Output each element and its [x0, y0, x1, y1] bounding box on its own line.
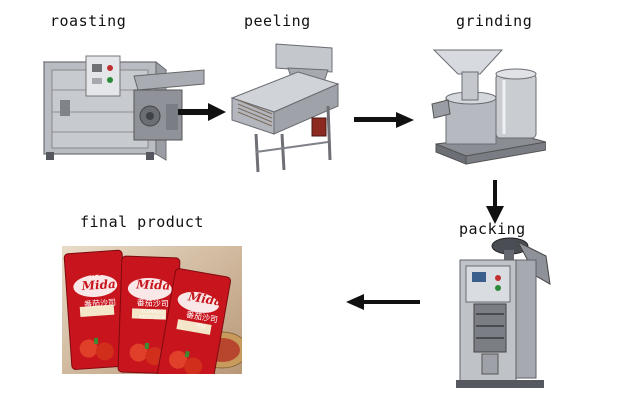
roasting-machine-image — [42, 55, 205, 161]
packing-machine-image — [456, 237, 551, 388]
arrow-grinding-to-packing — [486, 180, 504, 224]
final-product-image — [62, 246, 242, 374]
arrow-packing-to-final — [346, 294, 420, 310]
label-packing: packing — [459, 220, 526, 238]
arrow-roasting-to-peeling — [178, 103, 226, 121]
sachet-1-brand: Mida — [81, 276, 117, 294]
label-final-product: final product — [80, 213, 204, 231]
sachet-3 — [157, 268, 232, 374]
arrow-peeling-to-grinding — [354, 112, 414, 128]
label-grinding: grinding — [456, 12, 533, 30]
sachet-1 — [63, 249, 131, 370]
sachet-1-text: 妙多 Mida 番茄沙司 — [69, 266, 130, 311]
sachet-2-brand: Mida — [136, 277, 171, 293]
label-roasting: roasting — [50, 12, 127, 30]
peeling-machine-image — [230, 43, 340, 173]
label-peeling: peeling — [244, 12, 311, 30]
sachet-3-text: 妙多 Mida 番茄沙司 10g — [172, 277, 235, 333]
grinding-machine-image — [431, 49, 546, 165]
